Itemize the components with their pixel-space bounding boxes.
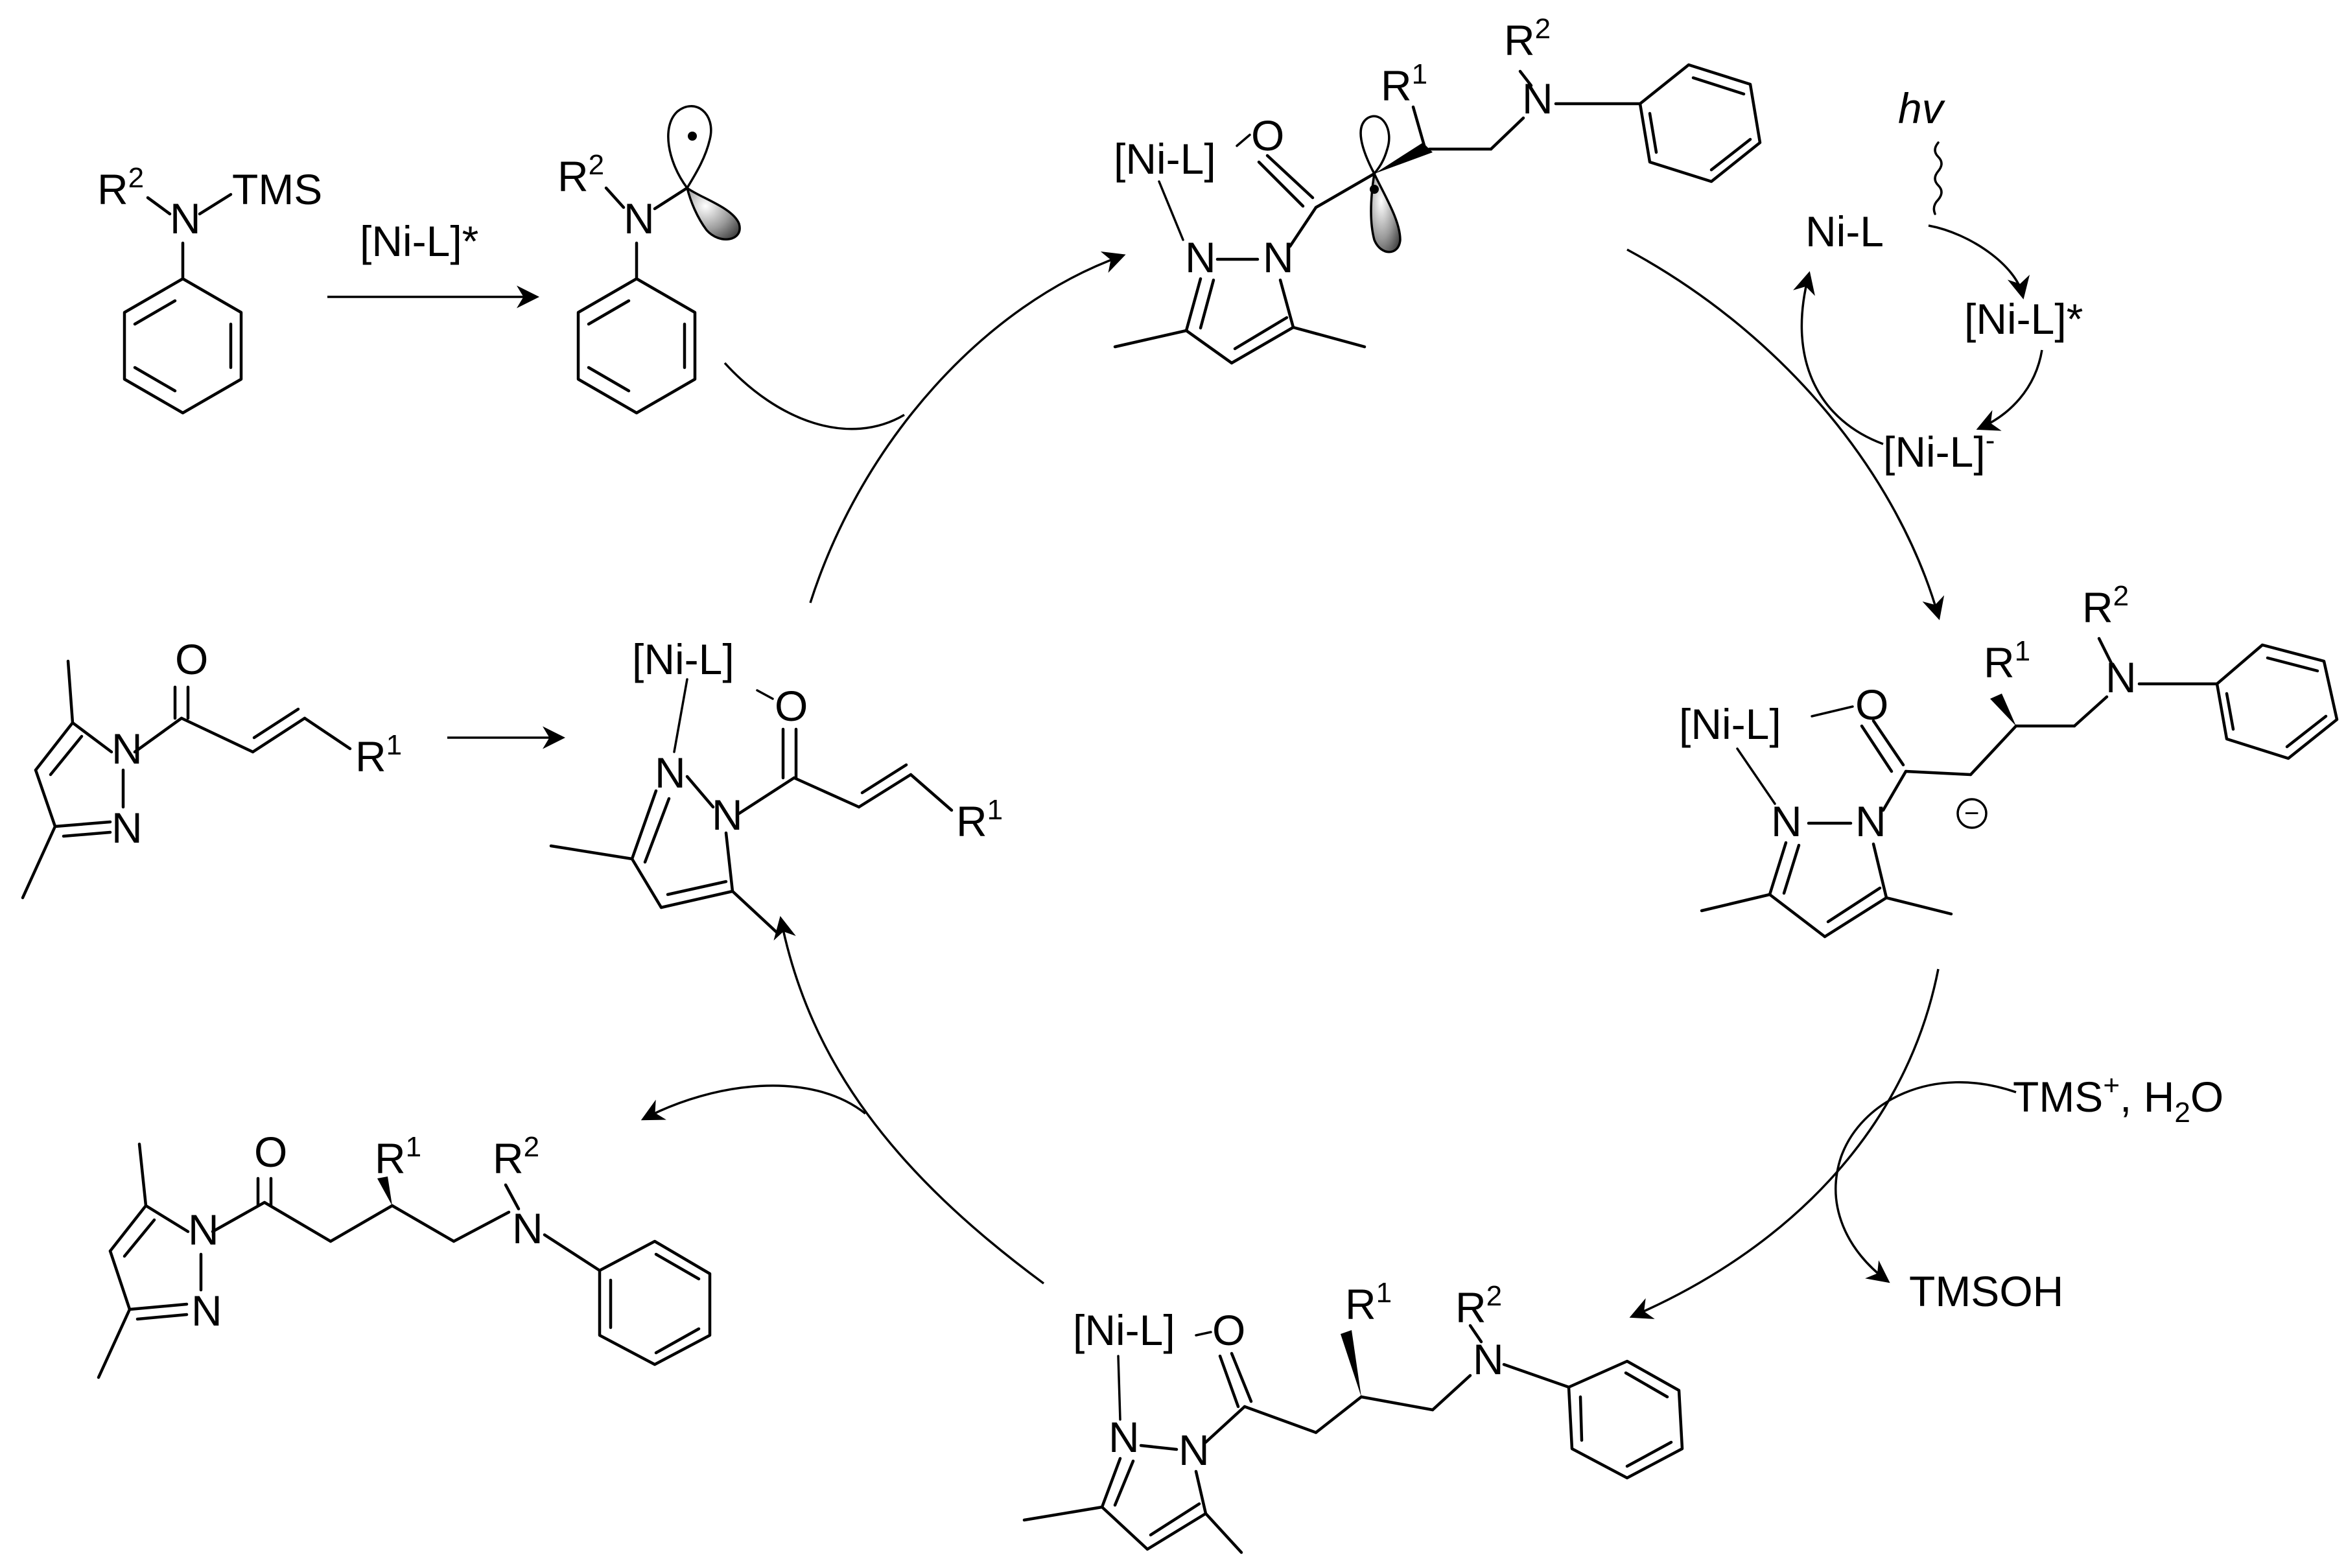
r1-label: R1: [956, 794, 1003, 845]
carbonyl-o-atom: O: [1251, 111, 1284, 159]
pyrazole-n2-atom: N: [191, 1287, 222, 1335]
released-product: O N N R1 R2 N: [97, 1128, 712, 1379]
ni-bound-radical-intermediate: [Ni-L] O N N R1 R2 N: [1113, 13, 1762, 365]
r2-label: R2: [493, 1131, 539, 1182]
acyl-pyrazole-substrate: O N N R1: [21, 635, 402, 900]
pyrazole-n1-atom: N: [1179, 1426, 1210, 1474]
radical-addition-curve: [723, 362, 905, 430]
photoexcitation-arrow: [1928, 224, 2030, 299]
amine-n-atom: N: [512, 1204, 543, 1252]
ni-l-bracket: [Ni-L]: [1073, 1306, 1175, 1354]
light-wavy-line: [1932, 141, 1943, 215]
tms-label: TMS: [232, 165, 322, 213]
ni-l-bracket: [Ni-L]: [1114, 135, 1216, 183]
carbanion-charge: −: [1964, 799, 1979, 828]
pyrazole-n2-atom: N: [1185, 233, 1216, 281]
p-orbital-lower-lobe: [1370, 170, 1402, 253]
radical-dot: [1370, 185, 1379, 194]
cycle-arc-reduction: [1626, 248, 1945, 620]
p-orbital-upper-lobe: [1359, 115, 1390, 176]
pyrazole-n2-atom: N: [1771, 797, 1802, 845]
carbonyl-o-atom: O: [175, 635, 208, 683]
ni-l-ground-state: Ni-L: [1805, 207, 1884, 255]
r2-label: R2: [1455, 1280, 1502, 1331]
carbonyl-o-atom: O: [1212, 1306, 1245, 1354]
catalyst-regeneration-arrow: [1793, 271, 1884, 445]
cycle-arc-addition: [809, 251, 1126, 603]
ni-l-bracket: [Ni-L]: [632, 635, 734, 683]
tms-water-exchange-arrow: [1835, 1081, 2017, 1283]
carbonyl-o-atom: O: [254, 1128, 287, 1176]
pyrazole-n1-atom: N: [1263, 233, 1294, 281]
ni-l-bracket: [Ni-L]: [1679, 700, 1781, 748]
p-orbital-lower-lobe: [685, 185, 741, 240]
radical-dot: [688, 132, 697, 141]
pyrazole-n2-atom: N: [655, 749, 686, 797]
carbonyl-o-atom: O: [1855, 681, 1888, 729]
pyrazole-n1-atom: N: [1855, 797, 1886, 845]
r1-label: R1: [1984, 635, 2030, 686]
r2-label: R2: [557, 149, 604, 200]
silylamine-reagent: R2 N TMS: [97, 162, 322, 415]
ni-bound-enolate-intermediate: [Ni-L] O N N R1 R2 N −: [1679, 580, 2339, 939]
ni-bound-substrate: [Ni-L] O N N R1: [549, 635, 1003, 935]
alpha-amino-radical: R2 N: [557, 105, 741, 415]
ni-bound-product: [Ni-L] O N N R1 R2 N: [1022, 1277, 1684, 1554]
pyrazole-n2-atom: N: [111, 804, 143, 852]
r2-label: R2: [1504, 13, 1551, 64]
ni-l-reduced-state: [Ni-L]-: [1883, 425, 1995, 476]
r2-label: R2: [97, 162, 144, 213]
product-release-arrow: [640, 1084, 867, 1121]
ni-l-excited-state: [Ni-L]*: [1964, 295, 2083, 343]
pyrazole-n1-atom: N: [712, 791, 743, 839]
r1-label: R1: [1345, 1277, 1392, 1328]
r1-label: R1: [355, 729, 402, 780]
cycle-arc-protonation: [1629, 968, 1940, 1319]
set-reduction-arrow: [1976, 349, 2043, 431]
tms-plus-water-label: TMS+, H2O: [2013, 1070, 2223, 1129]
r1-label: R1: [1381, 58, 1427, 110]
tmsoh-label: TMSOH: [1909, 1267, 2063, 1315]
amine-n-atom: N: [170, 194, 201, 242]
light-label-hv: hv: [1898, 84, 1946, 132]
arrow-label-ni-l-star: [Ni-L]*: [360, 217, 478, 265]
r1-label: R1: [375, 1131, 421, 1182]
p-orbital-upper-lobe: [667, 105, 712, 191]
r2-label: R2: [2082, 580, 2129, 631]
cycle-arc-release: [773, 916, 1045, 1285]
carbanion-charge-circle: [1956, 798, 1988, 829]
pyrazole-n2-atom: N: [1108, 1413, 1140, 1461]
amine-n-atom: N: [624, 194, 655, 242]
carbonyl-o-atom: O: [775, 682, 808, 730]
amine-n-atom: N: [1473, 1335, 1504, 1383]
